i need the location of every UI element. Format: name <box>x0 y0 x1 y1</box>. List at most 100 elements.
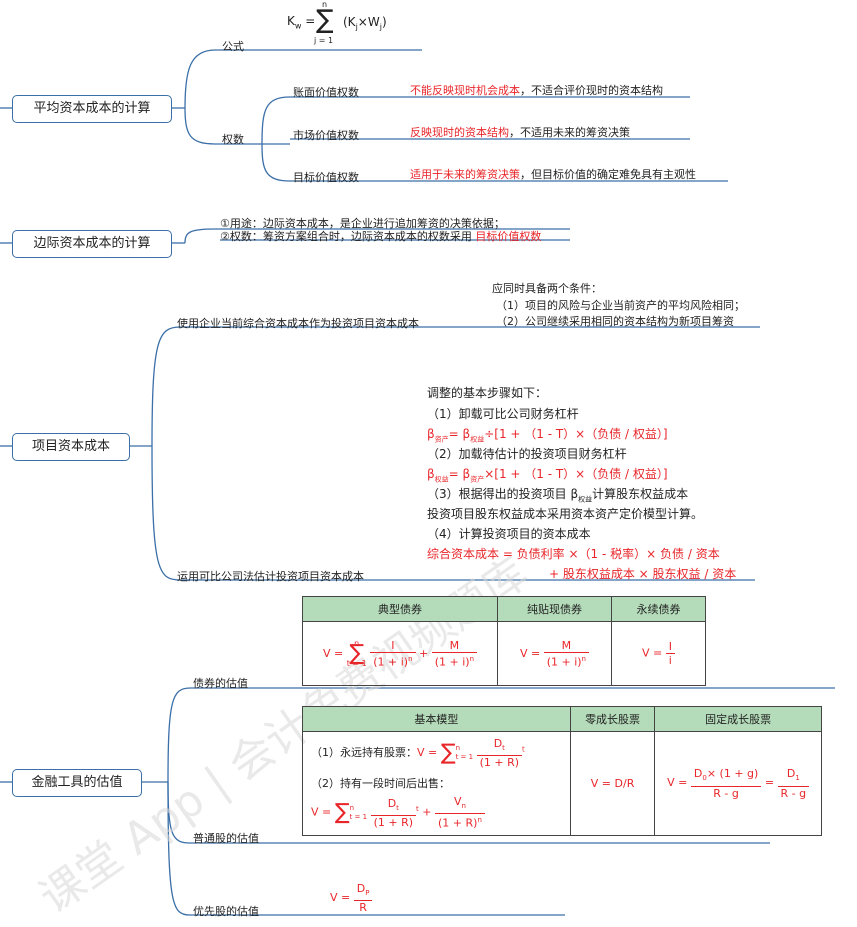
case2-num: D <box>387 796 397 810</box>
discount-den: (1 + i) <box>546 655 582 669</box>
bond-typical-sum: n ∑ t = 1 <box>347 639 367 669</box>
frac2-num: M <box>431 639 478 653</box>
step3-a: （3）根据得出的投资项目 β <box>427 487 579 501</box>
use-current-cost-label: 使用企业当前综合资本成本作为投资项目资本成本 <box>177 317 419 330</box>
bond-plus: + <box>419 646 429 660</box>
kw-sub-j: j <box>355 22 358 32</box>
frac1-exp: n <box>408 654 413 663</box>
kw-lhs: K <box>287 14 295 28</box>
step-3: （3）根据得出的投资项目 β权益计算股东权益成本 <box>427 485 688 504</box>
growth-frac2: D1 R - g <box>777 767 810 800</box>
book-value-rest: ，不适合评价现时的资本结构 <box>520 84 663 97</box>
market-value-desc: 反映现时的资本结构，不适用未来的筹资决策 <box>410 124 630 140</box>
step3-sub: 权益 <box>578 495 593 504</box>
case2-num-sub: t <box>396 803 399 812</box>
growth-num2-sub: 1 <box>795 774 800 783</box>
sigma-icon: ∑ <box>334 800 350 826</box>
bond-header-discount: 纯贴现债券 <box>497 596 612 622</box>
stock-constant-growth-formula: V = D0× (1 + g)R - g = D1 R - g <box>654 731 822 836</box>
target-value-red: 适用于未来的筹资决策 <box>410 168 520 181</box>
kw-formula: Kw = <box>287 14 315 30</box>
step3-b: 计算股东权益成本 <box>592 487 689 501</box>
condition-1: （1）项目的风险与企业当前资产的平均风险相同； <box>496 299 745 312</box>
market-value-rest: ，不适用未来的筹资决策 <box>509 126 630 139</box>
case1-den: (1 + R) <box>479 756 520 770</box>
case2-num2: V <box>453 795 462 809</box>
step-3-line2: 投资项目股东权益成本采用资本资产定价模型计算。 <box>427 507 704 521</box>
perpetual-num: I <box>665 640 675 654</box>
marginal-line2-text: ②权数：筹资方案组合时，边际资本成本的权数采用 <box>220 230 472 243</box>
bond-header-typical: 典型债券 <box>302 596 498 622</box>
f1-rest: ÷[1 + （1 - T）×（负债 / 权益）] <box>484 427 668 441</box>
book-value-red: 不能反映现时机会成本 <box>410 84 520 97</box>
case2-sum-bottom: t = 1 <box>349 812 368 821</box>
preferred-den: R <box>359 901 367 915</box>
growth-den2: R - g <box>780 786 807 800</box>
f2-eq: = β <box>448 467 471 481</box>
bond-valuation-label: 债券的估值 <box>193 677 248 690</box>
relever-formula: β权益= β资产×[1 + （1 - T）×（负债 / 权益）] <box>427 465 668 484</box>
growth-eq: = <box>764 776 775 790</box>
bond-sum-bottom: t = 1 <box>346 658 367 668</box>
bond-discount-formula: V = M(1 + i)n <box>497 621 612 686</box>
conditions-title: 应同时具备两个条件： <box>492 282 602 295</box>
case1-sum-bottom: t = 1 <box>455 753 474 762</box>
kw-sum-bottom: j = 1 <box>314 36 334 45</box>
kw-term-open: (K <box>343 15 356 29</box>
growth-num2: D <box>786 767 796 781</box>
f2-sub-asset: 资产 <box>470 475 485 484</box>
case2-v: V = <box>311 805 332 819</box>
case2-frac1: Dt (1 + R) <box>370 796 417 829</box>
common-stock-label: 普通股的估值 <box>193 832 259 845</box>
condition-2: （2）公司继续采用相同的资本结构为新项目筹资 <box>496 315 734 328</box>
case1-text: （1）永远持有股票： <box>311 746 417 760</box>
market-value-label: 市场价值权数 <box>293 129 359 142</box>
f2-rest: ×[1 + （1 - T）×（负债 / 权益）] <box>484 467 668 481</box>
f1-eq: = β <box>448 427 471 441</box>
node-financial-valuation[interactable]: 金融工具的估值 <box>12 769 142 797</box>
preferred-v: V = <box>330 891 351 905</box>
kw-sigma: ∑ <box>316 5 334 35</box>
discount-exp: n <box>581 654 586 663</box>
case1-num: D <box>493 736 503 750</box>
growth-v: V = <box>667 776 688 790</box>
f2-beta: β <box>427 467 435 481</box>
target-value-rest: ，但目标价值的确定难免具有主观性 <box>520 168 696 181</box>
step-2: （2）加载待估计的投资项目财务杠杆 <box>427 447 627 461</box>
perpetual-den: i <box>668 654 672 667</box>
case1-num-sub: t <box>502 744 505 753</box>
wacc-formula-line2: + 股东权益成本 × 股东权益 / 资本 <box>549 567 737 581</box>
marginal-line2: ②权数：筹资方案组合时，边际资本成本的权数采用 目标价值权数 <box>220 228 541 244</box>
kw-close: ) <box>381 15 387 29</box>
node-marginal-cost[interactable]: 边际资本成本的计算 <box>12 230 172 258</box>
node-average-cost[interactable]: 平均资本成本的计算 <box>12 95 172 123</box>
f1-sub-equity: 权益 <box>470 435 485 444</box>
step-4: （4）计算投资项目的资本成本 <box>427 527 591 541</box>
marginal-line1: ①用途：边际资本成本，是企业进行追加筹资的决策依据； <box>220 217 505 230</box>
steps-title: 调整的基本步骤如下： <box>427 386 548 400</box>
case2-num2-sub: n <box>461 802 466 811</box>
bond-perpetual-v: V = <box>641 646 663 660</box>
discount-num: M <box>543 639 589 653</box>
growth-num1-sub: 0 <box>702 774 707 783</box>
kw-eq: = <box>305 14 316 28</box>
bond-valuation-table: 典型债券 纯贴现债券 永续债券 V = n ∑ t = 1 I(1 + i)n … <box>302 596 707 686</box>
market-value-red: 反映现时的资本结构 <box>410 126 509 139</box>
bond-typical-formula: V = n ∑ t = 1 I(1 + i)n + M(1 + i)n <box>302 621 498 686</box>
case2-sum-top: n <box>349 803 355 812</box>
case1-sum-top: n <box>455 744 461 753</box>
bond-typical-frac1: I(1 + i)n <box>370 639 416 668</box>
f2-sub-equity: 权益 <box>434 475 449 484</box>
node-project-cost[interactable]: 项目资本成本 <box>12 433 130 461</box>
growth-frac1: D0× (1 + g)R - g <box>690 767 762 800</box>
case2-frac2: Vn(1 + R)n <box>435 795 485 830</box>
growth-den1: R - g <box>713 786 739 800</box>
case2-den: (1 + R) <box>373 815 414 829</box>
bond-discount-frac: M (1 + i)n <box>543 639 589 669</box>
